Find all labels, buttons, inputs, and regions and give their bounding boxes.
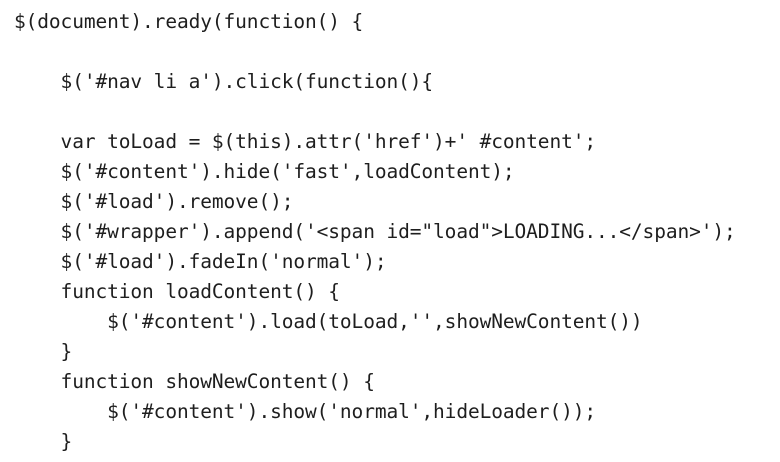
code-line xyxy=(14,97,736,127)
code-line xyxy=(14,37,736,67)
code-line: } xyxy=(14,430,73,453)
code-line: $(document).ready(function() { xyxy=(14,10,364,33)
code-line: function loadContent() { xyxy=(14,280,340,303)
code-line: $('#content').load(toLoad,'',showNewCont… xyxy=(14,310,643,333)
code-line: function showNewContent() { xyxy=(14,370,375,393)
code-line: $('#nav li a').click(function(){ xyxy=(14,70,434,93)
code-line: $('#load').remove(); xyxy=(14,190,294,213)
code-line: } xyxy=(14,340,73,363)
code-line: $('#wrapper').append('<span id="load">LO… xyxy=(14,220,736,243)
code-line: $('#content').hide('fast',loadContent); xyxy=(14,160,515,183)
code-snippet: $(document).ready(function() { $('#nav l… xyxy=(14,7,736,457)
code-line: var toLoad = $(this).attr('href')+' #con… xyxy=(14,130,597,153)
code-line: $('#load').fadeIn('normal'); xyxy=(14,250,387,273)
code-line: $('#content').show('normal',hideLoader()… xyxy=(14,400,596,423)
